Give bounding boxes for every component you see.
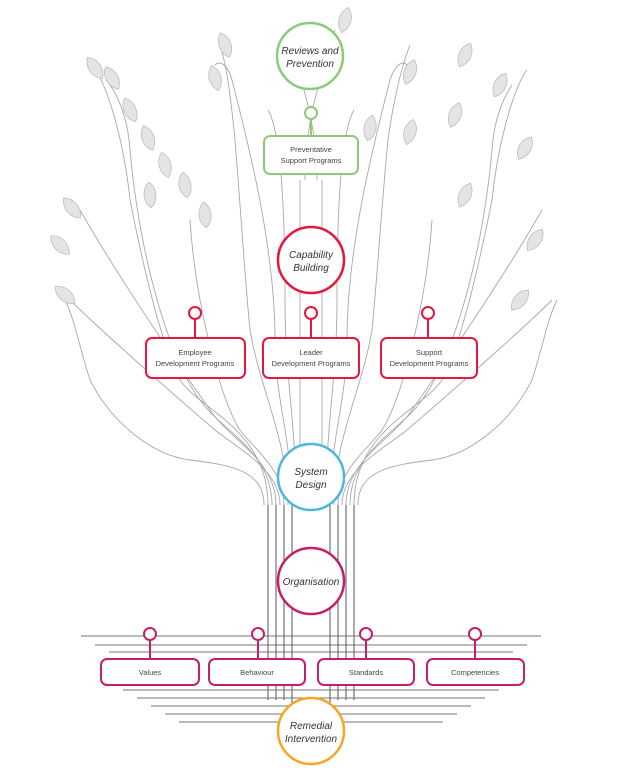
employee-line1: Employee (178, 348, 211, 357)
values-box: Values (100, 627, 200, 686)
leaf-icon-11 (217, 32, 233, 58)
leaf-icon-15 (457, 42, 473, 68)
remedial-line2: Intervention (285, 734, 338, 745)
support-line1: Support (416, 348, 443, 357)
leaves (50, 6, 544, 311)
leaf-icon-2 (122, 97, 138, 123)
leaf-icon-23 (363, 114, 377, 142)
reviews-prevention-line2: Prevention (286, 59, 334, 70)
leaf-icon-21 (511, 289, 529, 311)
branch-13 (333, 44, 411, 506)
leaf-icon-4 (158, 151, 172, 179)
leaf-icon-14 (402, 59, 418, 85)
branch-5 (189, 219, 285, 506)
branch-17 (349, 84, 513, 506)
system-line1: System (294, 467, 327, 478)
employee-development-box: Employee Development Programs (145, 306, 246, 379)
branch-14 (337, 219, 433, 506)
leaf-icon-10 (143, 181, 157, 209)
preventative-support-box: Preventative Support Programs (263, 106, 359, 175)
branch-3 (69, 299, 281, 506)
employee-line2: Development Programs (156, 359, 235, 368)
branch-16 (345, 209, 543, 506)
support-development-box: Support Development Programs (380, 306, 478, 379)
remedial-intervention-node: Remedial Intervention (276, 696, 346, 766)
competencies-box: Competencies (426, 627, 525, 686)
leaf-icon-18 (517, 136, 533, 160)
branch-4 (64, 299, 265, 506)
leaf-icon-7 (63, 197, 81, 219)
remedial-line1: Remedial (290, 721, 333, 732)
leaf-icon-13 (338, 6, 352, 34)
branch-7 (214, 62, 293, 506)
leaf-icon-16 (492, 72, 508, 98)
leaf-icon-9 (54, 286, 76, 304)
reviews-prevention-line1: Reviews and (281, 46, 339, 57)
competencies-label: Competencies (451, 668, 499, 677)
branch-6 (219, 44, 289, 506)
leaf-icon-3 (140, 125, 156, 151)
leaf-icon-1 (104, 66, 120, 90)
capability-line2: Building (293, 263, 329, 274)
reviews-prevention-node: Reviews and Prevention (275, 21, 345, 91)
branch-15 (341, 299, 553, 506)
system-line2: Design (295, 480, 327, 491)
branch-1 (109, 84, 273, 506)
branch-12 (329, 62, 408, 506)
standards-box: Standards (317, 627, 415, 686)
behaviour-box: Behaviour (208, 627, 306, 686)
branch-18 (353, 69, 528, 506)
preventative-line2: Support Programs (281, 156, 342, 165)
values-label: Values (139, 668, 162, 677)
leader-development-box: Leader Development Programs (262, 306, 360, 379)
behaviour-label: Behaviour (240, 668, 274, 677)
branch-0 (94, 69, 269, 506)
organisation-node: Organisation (276, 546, 346, 616)
leaf-icon-12 (208, 64, 222, 92)
organisation-label: Organisation (283, 577, 340, 588)
branch-2 (79, 209, 277, 506)
capability-line1: Capability (289, 250, 334, 261)
leader-line1: Leader (299, 348, 323, 357)
standards-label: Standards (349, 668, 383, 677)
connectors (149, 119, 476, 659)
leader-line2: Development Programs (272, 359, 351, 368)
leaf-icon-0 (86, 56, 104, 80)
support-line2: Development Programs (390, 359, 469, 368)
branch-19 (357, 299, 558, 506)
leaf-icon-6 (198, 201, 212, 229)
leaf-icon-8 (50, 235, 70, 255)
leaf-icon-20 (526, 228, 544, 252)
leaf-icon-19 (457, 182, 473, 208)
system-design-node: System Design (276, 442, 346, 512)
leaf-icon-22 (403, 118, 417, 146)
leaf-icon-17 (447, 102, 463, 128)
capability-building-node: Capability Building (276, 225, 346, 295)
preventative-line1: Preventative (290, 145, 332, 154)
leaf-icon-5 (178, 171, 192, 199)
